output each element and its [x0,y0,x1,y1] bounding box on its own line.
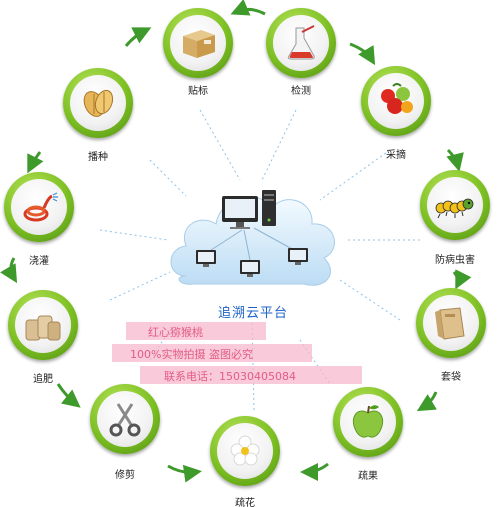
node-taodai [416,288,486,358]
flow-arrow [300,462,329,481]
flow-arrow [446,148,464,172]
flow-arrow [452,269,472,290]
server-tower-icon [262,190,276,226]
scissors-icon [109,403,141,437]
flow-arrow [124,27,152,47]
small-monitor-center-icon [240,260,260,277]
hose-icon [23,192,58,222]
flow-arrow [167,464,202,483]
label-tiebiao: 贴标 [188,86,208,97]
fruit-basket-icon [381,83,413,114]
paper-bag-icon [435,307,465,340]
data-link-line [99,229,169,241]
label-jiance: 检测 [291,86,311,97]
node-jiance [266,8,336,78]
flow-arrow [230,0,266,16]
monitor-icon [222,196,258,229]
label-xiujian: 修剪 [115,470,135,481]
flask-icon [287,25,315,60]
flow-arrow [56,383,81,408]
data-link-line [199,109,241,181]
box-icon [183,30,215,58]
label-shuhua: 疏花 [235,498,255,507]
platform-title: 追溯云平台 [218,306,289,321]
small-monitor-left-icon [196,250,216,267]
label-jiaoguan: 浇灌 [29,256,49,267]
node-fangbing [420,170,490,240]
cloud-platform [170,190,335,286]
node-tiebiao [163,8,233,78]
caterpillar-icon [435,198,474,219]
watermark: 红心猕猴桃 100%实物拍摄 盗图必究 联系电话：15030405084 [112,318,362,390]
data-link-line [109,271,171,301]
node-caizhai [361,66,431,136]
label-taodai: 套袋 [441,372,461,383]
node-jiaoguan [4,172,74,242]
label-bozhong: 播种 [88,152,108,163]
node-shuhua [210,416,280,486]
label-shuguo: 疏果 [358,471,378,482]
apple-icon [352,405,384,438]
flow-arrow [416,391,438,412]
flow-arrow [27,151,44,174]
node-shuguo [333,387,403,457]
watermark-line-3: 联系电话：15030405084 [164,370,296,383]
seeds-icon [83,89,114,117]
data-link-line [339,279,401,321]
node-xiujian [90,384,160,454]
flow-arrow [349,42,376,66]
fertilizer-bags-icon [25,315,61,341]
flower-icon [230,435,260,466]
watermark-line-2: 100%实物拍摄 盗图必究 [130,348,253,361]
watermark-line-1: 红心猕猴桃 [148,326,203,339]
label-fangbing: 防病虫害 [435,255,475,266]
label-zhuifei: 追肥 [33,374,53,385]
data-link-line [319,149,391,201]
small-monitor-right-icon [288,248,308,265]
data-link-line [149,159,187,197]
data-link-line [261,109,297,181]
node-bozhong [63,68,133,138]
data-link-line [299,339,331,385]
label-caizhai: 采摘 [386,150,406,161]
flow-arrow [0,257,18,284]
node-zhuifei [8,290,78,360]
